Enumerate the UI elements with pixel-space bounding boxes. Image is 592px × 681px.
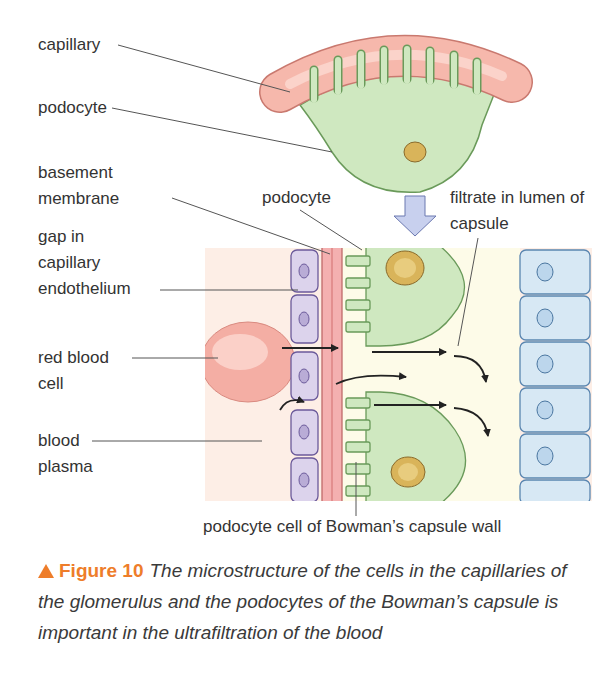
caption-block: Figure 10The microstructure of the cells… — [38, 555, 586, 648]
capillary-podocyte-view — [280, 49, 512, 236]
part-label: podocyte — [38, 95, 158, 121]
microstructure-panel — [205, 248, 592, 501]
part-label: podocyte cell of Bowman’s capsule wall — [203, 514, 592, 540]
part-label: podocyte — [262, 185, 362, 211]
part-label: red blood cell — [38, 345, 123, 397]
leader-lines — [92, 45, 478, 516]
figure-number: Figure 10 — [59, 560, 143, 581]
caption-triangle — [38, 564, 54, 578]
part-label: capillary — [38, 32, 158, 58]
part-label: blood plasma — [38, 428, 100, 480]
part-label: filtrate in lumen of capsule — [450, 185, 592, 237]
part-label: gap in capillary endothelium — [38, 224, 143, 302]
part-label: basement membrane — [38, 160, 138, 212]
